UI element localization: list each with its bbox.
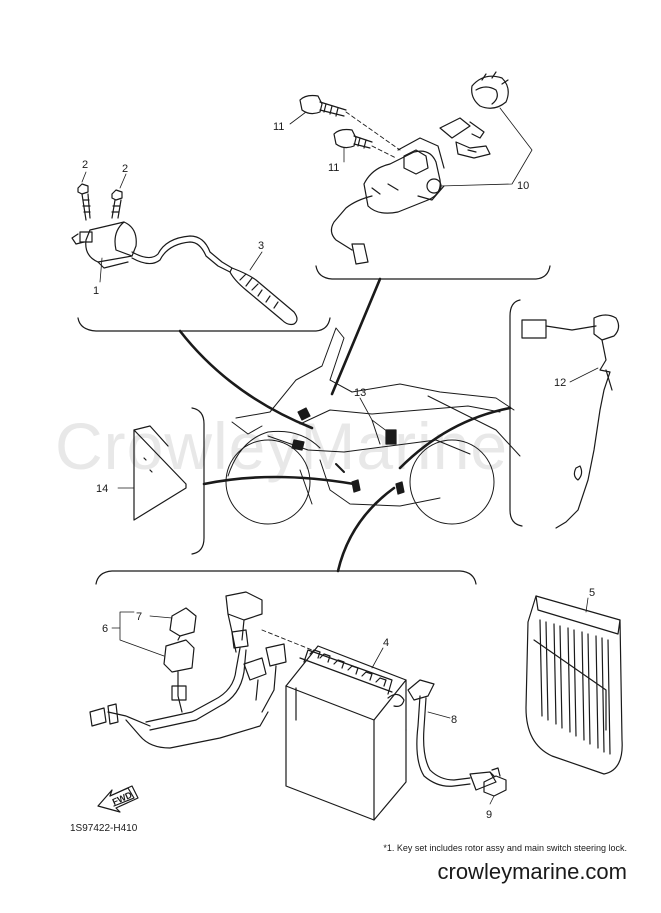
main-switch	[330, 137, 445, 265]
decal-group-frame	[191, 407, 205, 555]
callout-2b: 2	[122, 163, 128, 175]
ignition-coil	[71, 221, 233, 273]
drawing-code: 1S97422-H410	[70, 823, 138, 834]
battery-group-frame	[95, 570, 477, 585]
decal	[133, 425, 187, 521]
site-url: crowleymarine.com	[437, 859, 628, 884]
callout-1: 1	[93, 285, 99, 297]
leader-battery-to-bike	[336, 486, 396, 573]
leader-switch-to-bike	[330, 277, 382, 396]
callout-4: 4	[383, 637, 389, 649]
battery-lead	[407, 679, 497, 791]
bolt-9	[483, 767, 507, 797]
spark-plug-cap	[229, 267, 298, 326]
leader-coil-to-bike	[178, 329, 314, 430]
assembly-line-battery	[261, 629, 313, 651]
wire-harness	[89, 591, 287, 749]
battery	[285, 645, 407, 821]
callout-12: 12	[554, 377, 566, 389]
battery-location-marker	[385, 429, 397, 445]
motorcycle-outline	[225, 327, 521, 525]
screw-11b	[333, 128, 373, 149]
battery-cover	[525, 595, 623, 775]
footnote: *1. Key set includes rotor assy and main…	[383, 843, 627, 853]
rotor-cap	[471, 71, 509, 109]
callout-9: 9	[486, 809, 492, 821]
main-switch-group-frame	[315, 265, 551, 280]
assembly-line-11b	[371, 145, 397, 159]
switch-location-marker	[297, 407, 311, 421]
callout-7: 7	[136, 611, 142, 623]
callout-5: 5	[589, 587, 595, 599]
screw-11a	[299, 94, 347, 117]
callout-10: 10	[517, 180, 529, 192]
callout-11b: 11	[328, 162, 339, 174]
fwd-arrow-icon	[97, 785, 139, 813]
callout-lines	[81, 107, 599, 805]
callout-3: 3	[258, 240, 264, 252]
key	[439, 117, 491, 159]
callout-2a: 2	[82, 159, 88, 171]
bolt-2b	[111, 189, 123, 219]
bolt-2a	[77, 183, 91, 221]
leader-decal-to-bike	[202, 475, 356, 486]
callout-14: 14	[96, 483, 108, 495]
callout-11a: 11	[273, 121, 284, 133]
coil-location-marker	[291, 439, 305, 451]
callout-13: 13	[354, 387, 366, 399]
plug-cap-lead	[521, 314, 620, 529]
callout-labels: 2 2 3 1 11 11 10 12 13 14 5 4 6 7 8 9 FW…	[82, 121, 595, 821]
ignition-coil-group-frame	[77, 317, 331, 332]
assembly-line-11a	[345, 111, 401, 151]
callout-8: 8	[451, 714, 457, 726]
spark-plug-cap-group-frame	[509, 299, 523, 527]
callout-6: 6	[102, 623, 108, 635]
